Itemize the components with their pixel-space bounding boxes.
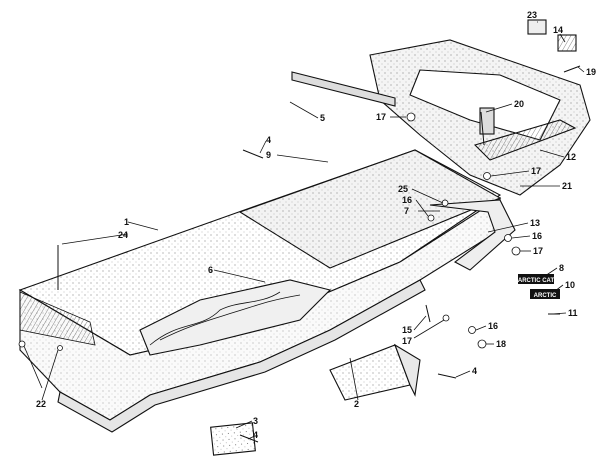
decal-14 — [557, 34, 577, 52]
flap-strip — [291, 71, 396, 107]
leader-11 — [551, 312, 567, 315]
running-board — [57, 279, 426, 433]
callout-6: 6 — [208, 265, 213, 275]
bolt-21 — [57, 345, 63, 351]
leader-13 — [487, 222, 529, 233]
leader-25 — [23, 345, 43, 389]
leader-16b — [511, 235, 531, 239]
tunnel-side-wall-texture — [20, 198, 500, 420]
leader-4-right — [455, 370, 471, 378]
tunnel-front-hatch — [19, 291, 96, 346]
leader-16c — [475, 325, 487, 331]
callout-16c: 16 — [488, 321, 498, 331]
leader-9 — [276, 154, 329, 163]
callout-22: 23 — [527, 10, 537, 20]
callout-14: 14 — [553, 25, 563, 35]
leader-4-bottom — [247, 435, 256, 440]
callout-7: 7 — [404, 206, 409, 216]
mud-flap-plate-edge — [393, 343, 421, 397]
leader-16a — [415, 199, 429, 217]
pin-4-right — [437, 373, 457, 379]
callout-8: 8 — [559, 263, 564, 273]
callout-16d: 17 — [402, 336, 412, 346]
decal-10-plate — [530, 289, 560, 299]
hardware-fasteners — [18, 112, 521, 351]
leader-4-top — [259, 140, 267, 154]
callout-17d: 18 — [496, 339, 506, 349]
callout-4-right: 4 — [472, 366, 477, 376]
callout-3: 3 — [253, 416, 258, 426]
leader-15 — [413, 315, 427, 331]
leader-23 — [411, 188, 444, 204]
washer-16c — [468, 326, 476, 334]
bolt-18 — [563, 65, 581, 73]
bolt-15 — [425, 304, 431, 323]
callout-10: 10 — [565, 280, 575, 290]
leader-2 — [349, 357, 359, 401]
callout-23: 25 — [398, 184, 408, 194]
bolt-19 — [480, 111, 485, 146]
flame-graphic — [149, 291, 301, 346]
hardware-pins — [57, 65, 581, 443]
rear-bumper-bar — [429, 199, 516, 271]
leader-17b — [490, 170, 530, 177]
decal-22 — [527, 19, 547, 35]
leader-21 — [41, 349, 59, 401]
leader-16d — [413, 319, 445, 339]
nut-17b — [483, 172, 491, 180]
callout-17b: 17 — [531, 166, 541, 176]
leader-10 — [554, 284, 564, 292]
tunnel-rear-plate-shading — [240, 150, 500, 268]
leader-6 — [213, 269, 266, 283]
callout-labels: 1 24 2 3 4 4 4 5 6 7 8 9 10 11 12 13 14 … — [36, 10, 596, 440]
callout-11: 11 — [568, 308, 578, 318]
leader-1 — [127, 221, 159, 231]
callout-4-bottom: 4 — [253, 430, 258, 440]
callout-16b: 16 — [532, 231, 542, 241]
callout-17a: 17 — [376, 112, 386, 122]
callout-1: 1 — [124, 217, 129, 227]
nut-17c — [511, 246, 521, 256]
callout-21: 22 — [36, 399, 46, 409]
decal-8-text: ARCTIC CAT — [518, 278, 555, 284]
callout-4-top: 4 — [266, 135, 271, 145]
leader-19 — [485, 103, 513, 113]
callout-5: 5 — [320, 113, 325, 123]
pin-4-top — [242, 149, 264, 159]
callout-17c: 17 — [533, 246, 543, 256]
callout-13: 13 — [530, 218, 540, 228]
leader-12 — [539, 149, 565, 158]
bolt-23 — [441, 199, 449, 207]
leader-5 — [289, 101, 319, 119]
leader-24 — [61, 233, 129, 245]
seat-grab-handle — [473, 119, 577, 161]
callout-19: 20 — [514, 99, 524, 109]
leader-14 — [559, 33, 566, 43]
nut-17a — [406, 112, 416, 122]
callout-24: 24 — [118, 230, 128, 240]
callout-9: 9 — [266, 150, 271, 160]
callout-2: 2 — [354, 399, 359, 409]
callout-16a: 16 — [402, 195, 412, 205]
nut-17d — [477, 339, 487, 349]
leader-8 — [544, 267, 558, 277]
seat-bracket — [479, 107, 495, 135]
callout-18: 19 — [586, 67, 596, 77]
leader-lines — [23, 21, 585, 440]
callout-12: 12 — [566, 152, 576, 162]
washer-16d — [442, 314, 450, 322]
washer-16b — [504, 234, 512, 242]
bolt-25 — [18, 340, 26, 348]
leader-18 — [577, 66, 585, 73]
leader-3 — [235, 420, 253, 429]
callout-15: 15 — [402, 325, 412, 335]
callout-20: 21 — [562, 181, 572, 191]
washer-16a — [427, 214, 435, 222]
decal-10-text: ARCTIC — [534, 293, 557, 299]
decal-8-plate — [518, 274, 554, 284]
